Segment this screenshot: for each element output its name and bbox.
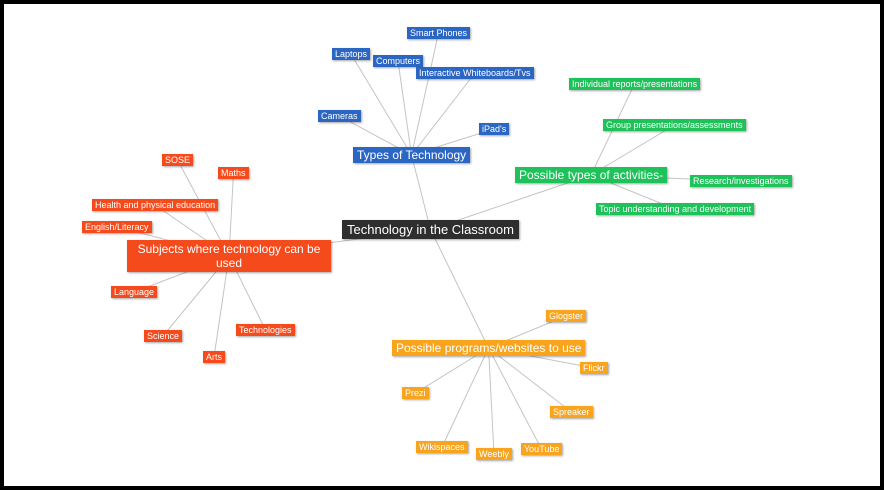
subjects-item-language[interactable]: Language bbox=[111, 286, 158, 298]
link-types-1 bbox=[350, 53, 412, 156]
activities-item-topic-understanding[interactable]: Topic understanding and development bbox=[596, 203, 755, 215]
types-item-laptops[interactable]: Laptops bbox=[332, 48, 371, 60]
link-center-programs bbox=[430, 229, 489, 349]
link-types-2 bbox=[397, 60, 412, 156]
types-item-ipads[interactable]: iPad's bbox=[479, 123, 510, 135]
programs-item-flickr[interactable]: Flickr bbox=[580, 362, 608, 374]
programs-item-spreaker[interactable]: Spreaker bbox=[550, 406, 593, 418]
subjects-item-health-pe[interactable]: Health and physical education bbox=[92, 199, 219, 211]
subjects-item-science[interactable]: Science bbox=[144, 330, 183, 342]
center-node[interactable]: Technology in the Classroom bbox=[342, 220, 519, 239]
programs-item-glogster[interactable]: Glogster bbox=[546, 310, 587, 322]
subjects-item-arts[interactable]: Arts bbox=[203, 351, 226, 363]
types-item-interactive-whiteboards[interactable]: Interactive Whiteboards/Tvs bbox=[416, 67, 534, 79]
types-item-computers[interactable]: Computers bbox=[373, 55, 424, 67]
subjects-item-technologies[interactable]: Technologies bbox=[236, 324, 295, 336]
subjects-item-maths[interactable]: Maths bbox=[218, 167, 249, 179]
programs-item-prezi[interactable]: Prezi bbox=[402, 387, 429, 399]
link-programs-5 bbox=[488, 347, 495, 455]
types-item-smart-phones[interactable]: Smart Phones bbox=[407, 27, 471, 39]
possible-activities-node[interactable]: Possible types of activities- bbox=[515, 167, 668, 183]
activities-item-group-presentations[interactable]: Group presentations/assessments bbox=[603, 119, 746, 131]
programs-item-youtube[interactable]: YouTube bbox=[521, 443, 563, 455]
types-item-cameras[interactable]: Cameras bbox=[318, 110, 361, 122]
programs-node[interactable]: Possible programs/websites to use bbox=[392, 340, 586, 356]
link-types-0 bbox=[411, 32, 439, 156]
link-center-types bbox=[411, 154, 431, 230]
link-programs-3 bbox=[488, 347, 572, 413]
activities-item-individual-reports[interactable]: Individual reports/presentations bbox=[569, 78, 701, 90]
programs-item-weebly[interactable]: Weebly bbox=[476, 448, 512, 460]
link-programs-4 bbox=[441, 347, 489, 448]
activities-item-research[interactable]: Research/investigations bbox=[690, 175, 792, 187]
types-of-technology-node[interactable]: Types of Technology bbox=[353, 147, 471, 163]
link-types-3 bbox=[411, 72, 476, 156]
subjects-item-english-literacy[interactable]: English/Literacy bbox=[82, 221, 152, 233]
link-activities-1 bbox=[590, 124, 675, 176]
link-subjects-7 bbox=[213, 255, 230, 358]
mind-map-canvas: Technology in the Classroom Types of Tec… bbox=[4, 4, 880, 486]
subjects-node[interactable]: Subjects where technology can be used bbox=[127, 240, 331, 272]
programs-item-wikispaces[interactable]: Wikispaces bbox=[416, 441, 468, 453]
subjects-item-sose[interactable]: SOSE bbox=[162, 154, 194, 166]
link-programs-6 bbox=[488, 347, 542, 450]
